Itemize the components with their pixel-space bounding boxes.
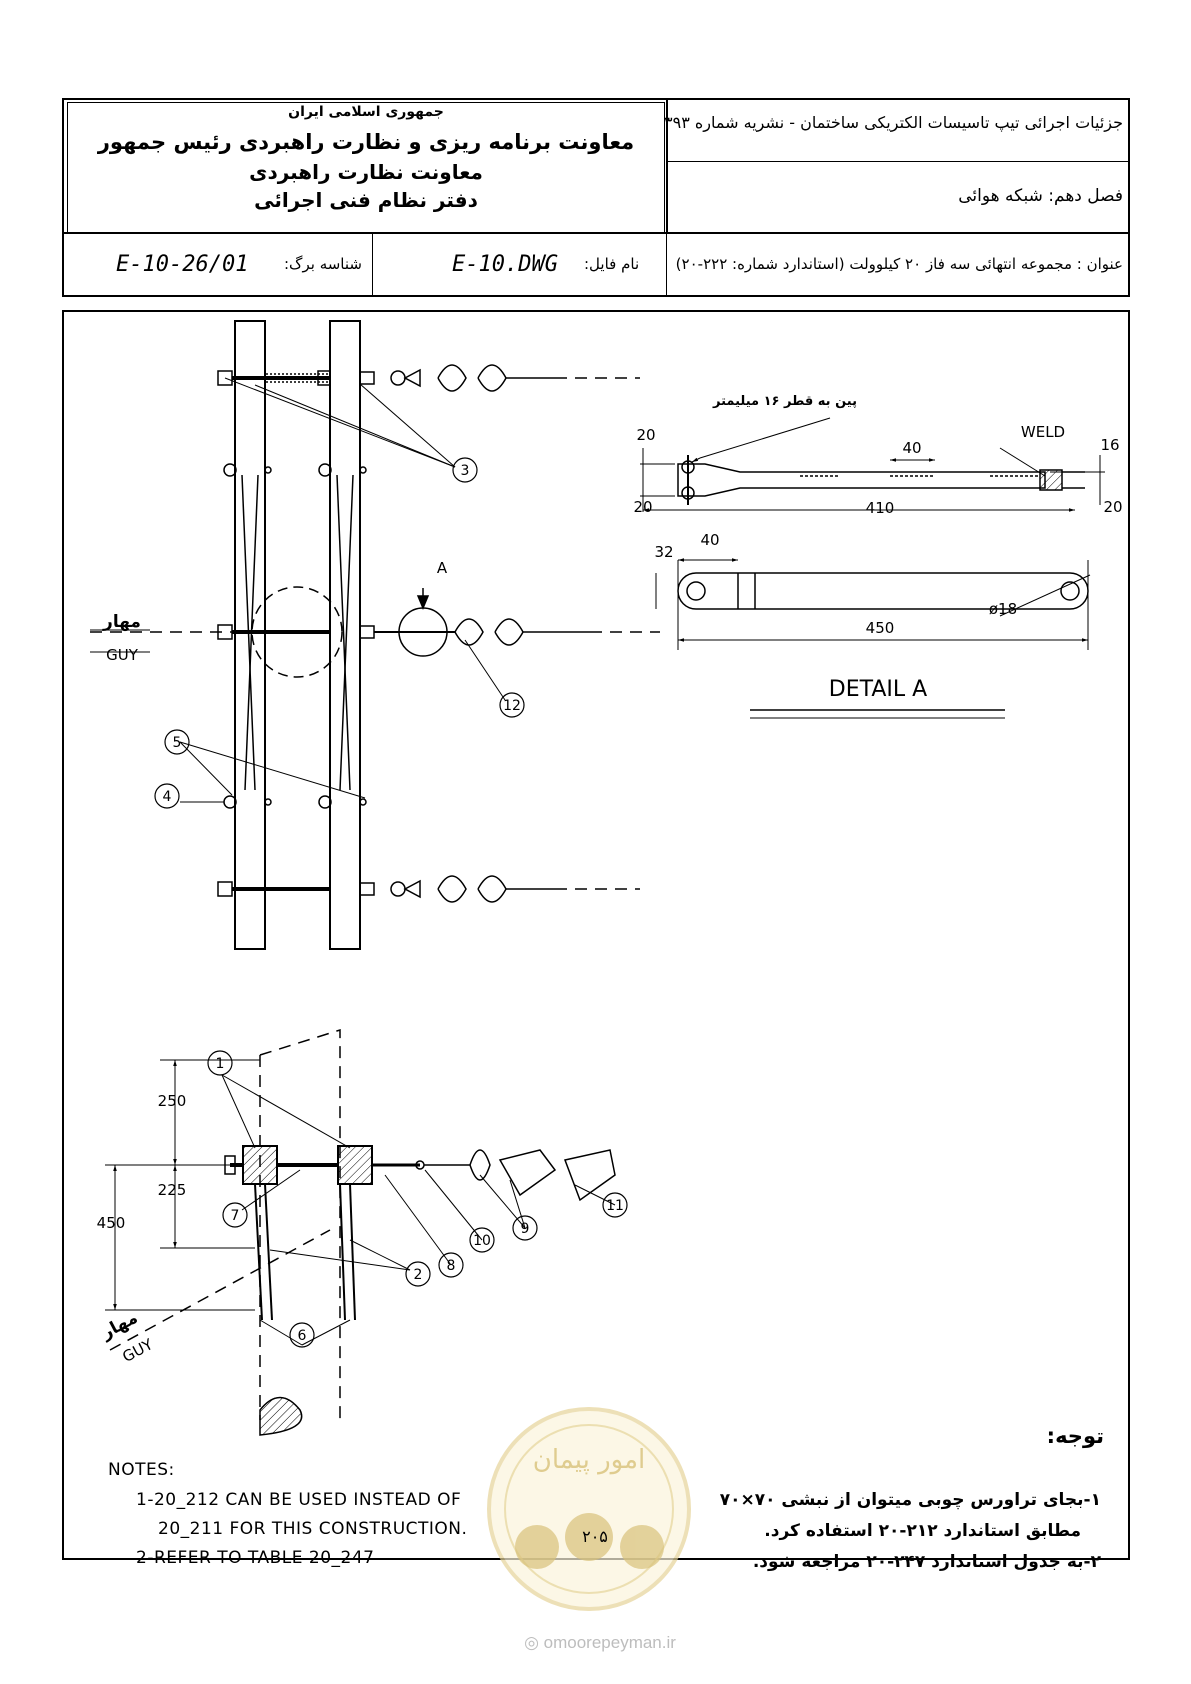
notes-fa-heading: توجه:: [1046, 1424, 1104, 1448]
dim-250: 250: [158, 1092, 187, 1110]
dim-32: 32: [654, 543, 673, 561]
notes-en-heading: NOTES:: [108, 1460, 175, 1480]
balloon-8: [438, 1252, 464, 1278]
guy-label-fa-top: مهار: [102, 612, 141, 632]
stamp-text: امور پیمان: [533, 1445, 646, 1475]
notes-fa-line1: ۱-بجای تراورس چوبی میتوان از نبشی ۷۰×۷۰: [719, 1490, 1101, 1510]
notes-en-line2: 20_211 FOR THIS CONSTRUCTION.: [158, 1519, 468, 1539]
balloon-3: [452, 457, 478, 483]
balloon-text-10: 10: [473, 1233, 491, 1249]
balloon-2: [405, 1261, 431, 1287]
pole-section-dashed: [251, 586, 343, 678]
org-deputy: معاونت برنامه ریزی و نظارت راهبردی رئیس …: [97, 130, 635, 154]
balloon-10: [469, 1227, 495, 1253]
balloon-text-3: 3: [461, 463, 470, 479]
balloon-1: [207, 1050, 233, 1076]
chapter-title: فصل دهم: شبکه هوائی: [958, 186, 1123, 206]
dim-225: 225: [158, 1181, 187, 1199]
balloon-text-4: 4: [163, 789, 172, 805]
balloon-12: [499, 692, 525, 718]
crossarm-block-left: [242, 1145, 278, 1185]
page-number: ۲۰۵: [582, 1527, 608, 1546]
notes-fa-line2: مطابق استاندارد ۲۱۲-۲۰ استفاده کرد.: [764, 1521, 1081, 1541]
balloon-text-5: 5: [173, 735, 182, 751]
dim-450-plan: 450: [866, 619, 895, 637]
balloon-9: [512, 1215, 538, 1241]
title-block-right-divider: [666, 161, 1130, 162]
watermark-text: omoorepeyman.ir: [543, 1633, 676, 1652]
publisher-stamp: امور پیمان: [487, 1407, 691, 1611]
balloon-text-9: 9: [521, 1221, 530, 1237]
balloon-text-6: 6: [298, 1328, 307, 1344]
drawing-title: عنوان : مجموعه انتهائی سه فاز ۲۰ کیلوولت…: [675, 255, 1123, 273]
org-supervision: معاونت نظارت راهبردی: [249, 160, 483, 184]
dim-410: 410: [866, 499, 895, 517]
file-cell-divider: [666, 232, 667, 297]
brace: [339, 474, 354, 791]
balloons: [154, 457, 628, 1348]
crossarm-plan-view: [234, 320, 361, 950]
balloon-text-12: 12: [503, 698, 521, 714]
file-name-label: نام فایل:: [584, 255, 640, 273]
pole-elevation: [105, 1028, 616, 1436]
detail-callout-a: A: [437, 559, 448, 577]
title-block-vertical-divider: [666, 98, 668, 232]
balloon-text-2: 2: [414, 1267, 423, 1283]
guy-label-en-side: GUY: [119, 1335, 156, 1366]
dim-dia18: ø18: [989, 600, 1017, 618]
title-block: [62, 98, 1130, 297]
balloon-4: [154, 783, 180, 809]
leaders-top: [90, 377, 506, 803]
hardware-row-bottom: [217, 875, 640, 903]
balloon-text-7: 7: [231, 1208, 240, 1224]
sheet-id-label: شناسه برگ:: [284, 255, 362, 273]
balloon-text-8: 8: [447, 1258, 456, 1274]
balloon-6: [289, 1322, 315, 1348]
dim-40-plan: 40: [700, 531, 719, 549]
hardware-row-middle: [90, 588, 660, 657]
watermark-icon: ◎: [524, 1633, 539, 1652]
bolts: [223, 463, 367, 809]
dim-450-side: 450: [97, 1214, 126, 1232]
guy-label-fa-side: مهار: [97, 1308, 141, 1344]
balloon-5: [164, 729, 190, 755]
publication-title: جزئیات اجرائی تیپ تاسیسات الکتریکی ساختم…: [664, 113, 1123, 132]
org-office: دفتر نظام فنی اجرائی: [254, 188, 478, 212]
watermark: ◎ omoorepeyman.ir: [490, 1633, 710, 1653]
dim-16: 16: [1100, 436, 1119, 454]
guy-label-en-top: GUY: [106, 646, 139, 664]
sheet-id: E-10-26/01: [116, 252, 249, 277]
dim-20-right-bottom: 20: [1103, 498, 1122, 516]
pin-label: پین به قطر ۱۶ میلیمتر: [712, 394, 857, 409]
dim-20-left-bottom: 20: [633, 498, 652, 516]
crossarm-left: [234, 320, 266, 950]
balloon-text-11: 11: [606, 1198, 624, 1214]
detail-a-elevation: [640, 417, 1105, 512]
crossarm-right: [329, 320, 361, 950]
detail-a-plan: [655, 558, 1091, 719]
dim-40-slot: 40: [902, 439, 921, 457]
notes-en-line1: 1-20_212 CAN BE USED INSTEAD OF: [136, 1490, 462, 1510]
org-country: جمهوری اسلامی ایران: [288, 104, 444, 120]
notes-fa-line3: ۲-به جدول استاندارد ۲۴۷-۲۰ مراجعه شود.: [752, 1552, 1101, 1572]
balloon-11: [602, 1192, 628, 1218]
notes-en-line3: 2-REFER TO TABLE 20_247: [136, 1548, 375, 1568]
detail-a-title: DETAIL A: [829, 677, 927, 702]
title-block-row-divider: [62, 232, 1130, 234]
hardware-row-top: [217, 364, 640, 392]
weld-label: WELD: [1021, 423, 1065, 441]
dim-20-top: 20: [636, 426, 655, 444]
balloon-7: [222, 1202, 248, 1228]
brace: [336, 474, 351, 791]
sheet-cell-divider: [372, 232, 373, 297]
balloon-text-1: 1: [216, 1056, 225, 1072]
leaders-side: [221, 1074, 616, 1346]
crossarm-block-right: [337, 1145, 373, 1185]
file-name: E-10.DWG: [452, 252, 558, 277]
